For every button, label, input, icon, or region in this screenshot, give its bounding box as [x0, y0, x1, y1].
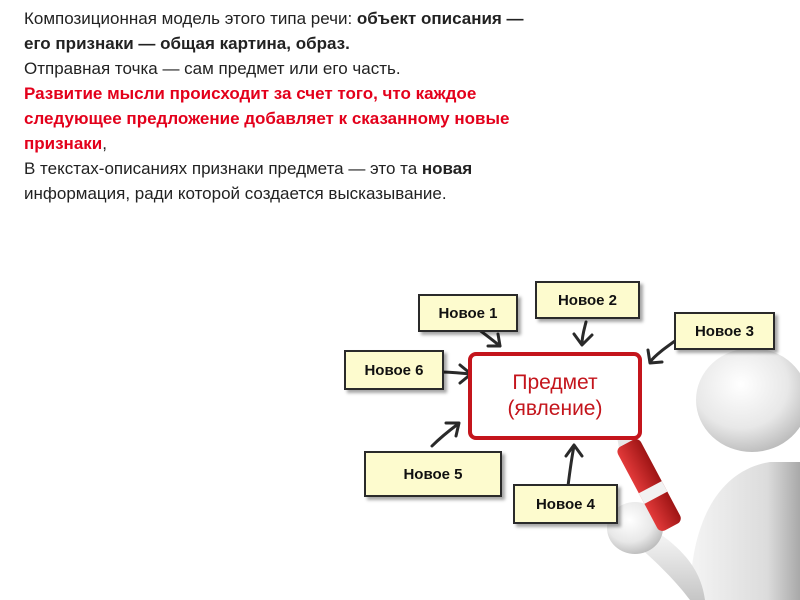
composition-model: объект описания — его признаки — общая к…	[24, 9, 524, 53]
center-label-line1: Предмет	[512, 371, 598, 394]
paragraph-features: В текстах-описаниях признаки предмета — …	[24, 156, 554, 206]
text-block: Композиционная модель этого типа речи: о…	[24, 6, 554, 206]
arrow-4	[566, 444, 576, 488]
paragraph-development: Развитие мысли происходит за счет того, …	[24, 81, 554, 156]
start-point-text: Отправная точка — сам предмет или его ча…	[24, 59, 401, 78]
box-new-1: Новое 1	[418, 294, 518, 332]
figure-body	[690, 462, 800, 600]
arrow-6	[438, 370, 472, 376]
composition-intro: Композиционная модель этого типа речи:	[24, 9, 357, 28]
box-new-2: Новое 2	[535, 281, 640, 319]
development-tail: ,	[102, 134, 107, 153]
features-text-2: информация, ради которой создается выска…	[24, 184, 447, 203]
arrow-5	[430, 422, 460, 448]
figure-head	[696, 348, 800, 452]
center-box-subject: Предмет (явление)	[468, 352, 642, 440]
box-new-4: Новое 4	[513, 484, 618, 524]
box-new-6: Новое 6	[344, 350, 444, 390]
features-bold-new: новая	[421, 159, 473, 178]
figure-arm	[625, 520, 705, 600]
development-highlight: Развитие мысли происходит за счет того, …	[24, 84, 510, 153]
features-text-1: В текстах-описаниях признаки предмета — …	[24, 159, 422, 178]
arrow-2	[580, 320, 588, 346]
paragraph-composition: Композиционная модель этого типа речи: о…	[24, 6, 554, 56]
center-label-line2: (явление)	[507, 397, 603, 420]
box-new-5: Новое 5	[364, 451, 502, 497]
paragraph-start-point: Отправная точка — сам предмет или его ча…	[24, 56, 554, 81]
box-new-3: Новое 3	[674, 312, 775, 350]
